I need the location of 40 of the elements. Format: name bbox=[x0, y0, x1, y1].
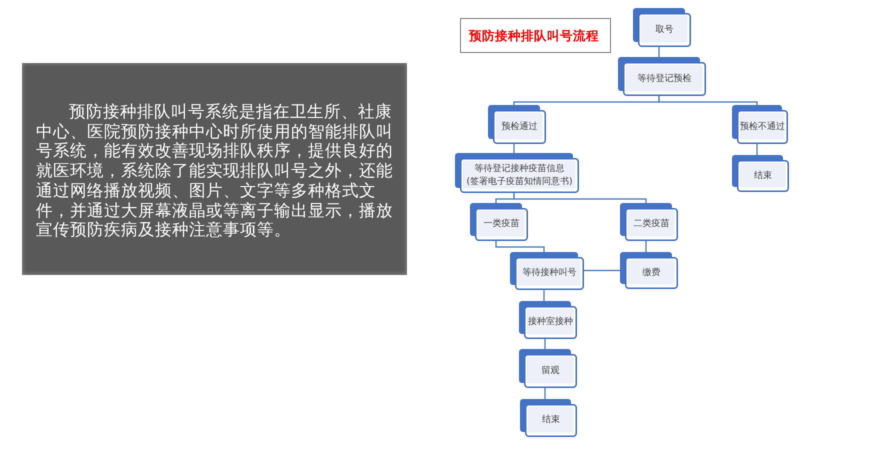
step-label: 取号 bbox=[656, 24, 674, 36]
process-box bbox=[488, 105, 546, 144]
step-label: 等待接种叫号 bbox=[522, 267, 576, 280]
connector-line bbox=[756, 144, 758, 155]
connector-line bbox=[658, 47, 660, 57]
connector-line bbox=[495, 241, 545, 252]
process-box bbox=[470, 203, 528, 241]
process-box bbox=[519, 301, 577, 339]
connector-line bbox=[544, 388, 546, 399]
step-label: (签署电子疫苗知情同意书) bbox=[466, 176, 573, 188]
process-box bbox=[455, 153, 579, 193]
process-box bbox=[519, 349, 577, 388]
process-box bbox=[520, 399, 577, 437]
connector-line bbox=[645, 241, 647, 252]
step-label: 等待登记接种疫苗信息 bbox=[474, 162, 564, 176]
process-box bbox=[732, 105, 788, 144]
process-box bbox=[732, 155, 789, 192]
description-panel bbox=[22, 63, 407, 275]
description-text: 预防接种排队叫号系统是指在卫生所、社康中心、医院预防接种中心时所使用的智能排队叫号系统，能有效改善现场排队秩序，提供良好的就医环境，系统除了能实现排队叫号之外，还能通过网络播放视频、图片、文字等多种格式文件，并通过大屏幕液晶或等离子输出显示，播放宣传预防疾病及接种注意事项等。 bbox=[36, 102, 394, 240]
step-label: 接种室接种 bbox=[528, 316, 573, 329]
connector-line bbox=[513, 193, 647, 203]
step-label: 一类疫苗 bbox=[484, 218, 520, 231]
step-label: 等待登记预检 bbox=[638, 72, 692, 86]
step-label: 结束 bbox=[754, 170, 772, 182]
step-label: 缴费 bbox=[642, 266, 660, 280]
connector-line bbox=[584, 270, 620, 272]
connector-line bbox=[543, 290, 545, 301]
process-box bbox=[620, 203, 678, 241]
step-label: 留观 bbox=[542, 364, 560, 378]
step-label: 二类疫苗 bbox=[634, 218, 670, 231]
process-box bbox=[633, 8, 691, 47]
connector-line bbox=[544, 339, 546, 349]
diagram-title: 预防接种排队叫号流程 bbox=[460, 18, 611, 53]
step-label: 预检不通过 bbox=[740, 120, 785, 134]
step-label: 预检通过 bbox=[502, 120, 538, 134]
process-box bbox=[618, 57, 706, 96]
connector-line bbox=[658, 96, 758, 105]
process-box bbox=[510, 252, 584, 290]
process-box bbox=[620, 252, 678, 289]
step-label: 结束 bbox=[542, 414, 560, 427]
